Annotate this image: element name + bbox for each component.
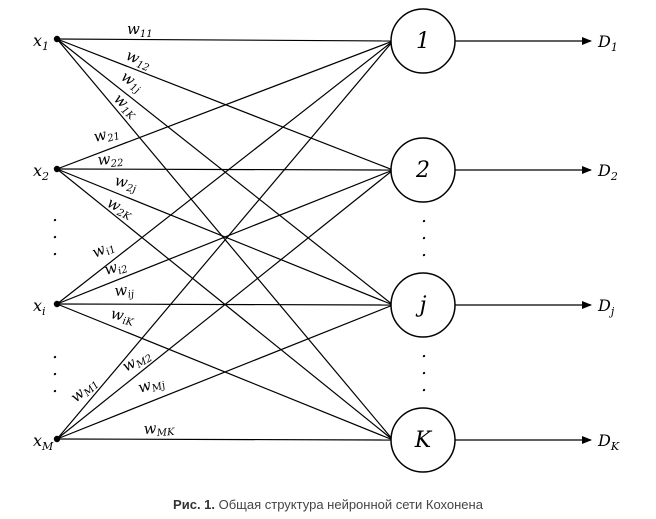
neuron-3	[390, 272, 456, 338]
weight-label-xi-2: wi2	[102, 255, 129, 280]
input-label-xM: xM	[33, 431, 54, 453]
neuron-ellipsis-dot-lower-3: .	[421, 375, 427, 396]
input-ellipsis-dot-upper-2: .	[52, 222, 58, 243]
output-label-3: Dj	[597, 296, 615, 318]
connection-xM-n2	[56, 169, 394, 440]
input-ellipsis-dot-lower-1: .	[52, 342, 58, 363]
weight-label-xi-3: wij	[114, 280, 135, 302]
neuron-label-2: 2	[415, 158, 430, 183]
input-nodes	[53, 35, 61, 443]
caption-text: Общая структура нейронной сети Кохонена	[215, 497, 483, 512]
weight-label-x1-3: w1j	[117, 67, 147, 96]
input-node-xM	[53, 435, 61, 443]
connection-x2-n1	[56, 40, 394, 170]
figure-caption: Рис. 1. Общая структура нейронной сети К…	[0, 497, 656, 512]
connection-x2-n2	[56, 168, 394, 171]
connection-xi-n2	[56, 169, 394, 305]
neuron-ellipsis-dot-upper-3: .	[421, 240, 427, 261]
input-ellipsis-dot-lower-3: .	[52, 376, 58, 397]
input-label-x1: x1	[33, 31, 49, 53]
weight-label-x2-4: w2K	[103, 193, 136, 223]
neuron-ellipsis-dot-lower-1: .	[421, 341, 427, 362]
input-node-x2	[53, 165, 61, 173]
output-arrows	[455, 37, 592, 444]
input-label-x2: x2	[33, 161, 49, 183]
connection-xM-n4	[56, 438, 394, 441]
input-label-xi: xi	[33, 296, 46, 318]
weight-label-xM-1: wM1	[67, 373, 102, 408]
connection-xM-n3	[56, 304, 394, 440]
connection-xi-n1	[56, 40, 394, 305]
weight-label-xM-2: wM2	[119, 345, 155, 377]
neuron-2	[390, 137, 456, 203]
weight-label-xi-4: wiK	[109, 304, 137, 329]
input-ellipsis-dot-upper-1: .	[52, 205, 58, 226]
input-node-xi	[53, 300, 61, 308]
weight-label-xM-4: wMK	[143, 418, 175, 440]
weight-label-x2-1: w21	[92, 122, 122, 148]
output-label-1: D1	[597, 32, 618, 54]
input-ellipsis-dot-lower-2: .	[52, 359, 58, 380]
ellipsis-dots: ............	[52, 205, 427, 397]
connection-xM-n1	[56, 40, 394, 440]
weight-label-x1-1: w11	[127, 20, 153, 40]
weight-label-x1-4: w1K	[109, 90, 143, 123]
neuron-4	[390, 407, 456, 473]
neuron-label-4: K	[414, 428, 433, 453]
neuron-1	[390, 8, 456, 74]
weight-label-x1-2: w12	[123, 46, 154, 74]
neuron-ellipsis-dot-upper-2: .	[421, 223, 427, 244]
neuron-ellipsis-dot-lower-2: .	[421, 358, 427, 379]
caption-label: Рис. 1.	[173, 497, 216, 512]
output-label-2: D2	[597, 161, 618, 183]
neuron-ellipsis-dot-upper-1: .	[421, 206, 427, 227]
output-label-4: DK	[597, 431, 620, 453]
weight-label-xM-3: wMj	[136, 372, 167, 399]
connection-x1-n1	[56, 38, 394, 42]
weight-label-x2-2: w22	[97, 149, 124, 171]
weight-label-x2-3: w2j	[113, 171, 139, 195]
input-ellipsis-dot-upper-3: .	[52, 239, 58, 260]
neuron-label-1: 1	[416, 29, 430, 54]
input-node-x1	[53, 35, 61, 43]
connection-lines	[56, 38, 394, 441]
